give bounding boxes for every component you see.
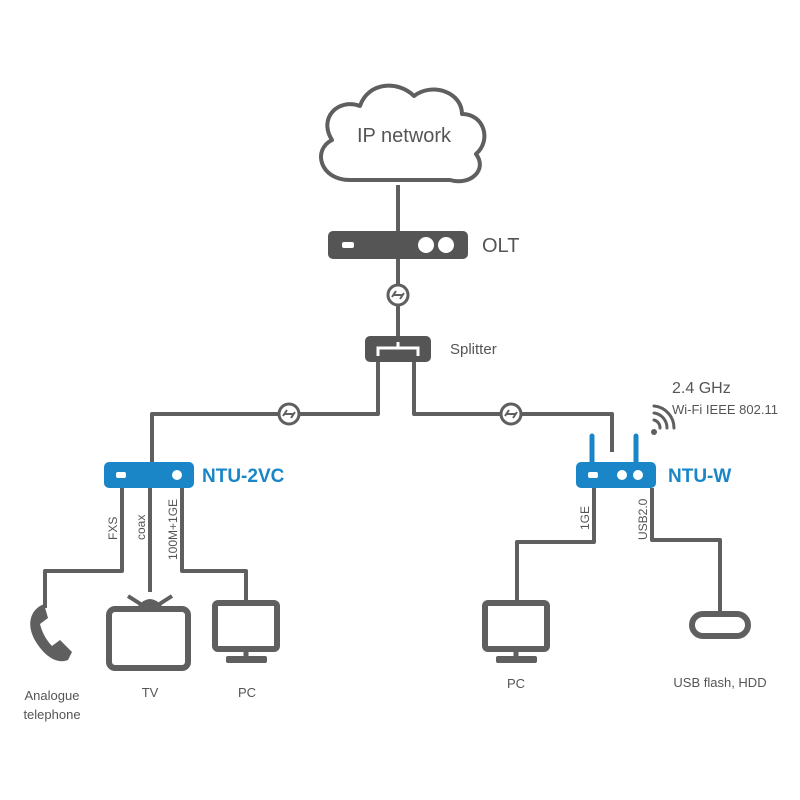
usb-storage-icon — [689, 611, 751, 639]
pc-left-label: PC — [238, 685, 256, 700]
wifi-band: 2.4 GHz — [672, 380, 731, 397]
olt-label: OLT — [482, 235, 519, 257]
ntu-w-icon — [576, 433, 656, 488]
telephone-icon — [30, 604, 72, 662]
cloud-icon — [319, 83, 487, 184]
fiber-link-icon — [386, 283, 410, 307]
pc-monitor-icon — [212, 600, 280, 663]
splitter-label: Splitter — [450, 341, 497, 358]
ge-link — [515, 488, 596, 600]
phone-label-line1: Analogue — [25, 688, 80, 703]
cloud-label: IP network — [357, 125, 452, 147]
ntu-2vc-icon — [104, 462, 194, 488]
usb-storage-label: USB flash, HDD — [673, 675, 766, 690]
fiber-link-icon — [499, 402, 523, 426]
pc-monitor-icon — [482, 600, 550, 663]
ntu-2vc-label: NTU-2VC — [202, 466, 285, 487]
port-label-fxs: FXS — [106, 517, 120, 540]
tv-icon — [106, 594, 191, 671]
fiber-link-icon — [277, 402, 301, 426]
pc-right-label: PC — [507, 676, 525, 691]
eth-link — [180, 488, 248, 600]
fxs-link — [43, 488, 124, 608]
port-label-coax: coax — [134, 515, 148, 540]
splitter-icon — [365, 336, 431, 362]
port-label-usb: USB2.0 — [636, 498, 650, 540]
usb-link — [650, 488, 722, 613]
olt-icon — [328, 231, 468, 259]
wifi-standard: Wi-Fi IEEE 802.11 — [672, 402, 778, 417]
wifi-icon — [651, 404, 676, 435]
tv-label: TV — [142, 685, 159, 700]
phone-label-line2: telephone — [23, 707, 80, 722]
splitter-ntu2vc-link — [150, 360, 380, 462]
connection-lines — [43, 185, 722, 613]
port-label-1ge: 1GE — [578, 506, 592, 530]
ntu-w-label: NTU-W — [668, 466, 731, 487]
port-label-eth: 100M+1GE — [166, 499, 180, 560]
